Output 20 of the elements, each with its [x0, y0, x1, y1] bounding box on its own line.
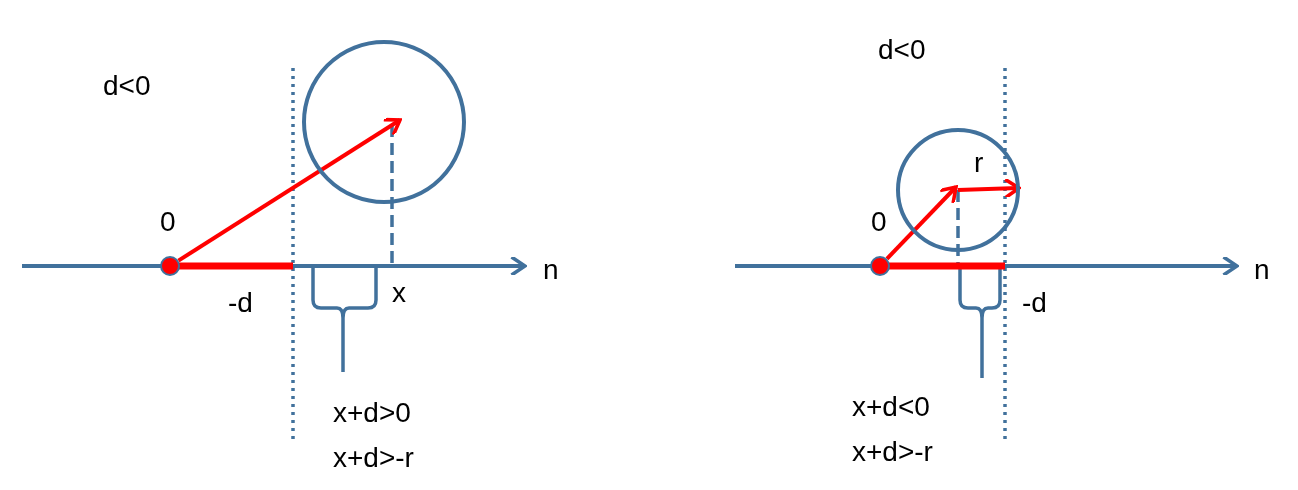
math-label: x+d>-r: [333, 442, 414, 474]
math-label: x+d<0: [852, 391, 930, 423]
math-label: d<0: [103, 70, 151, 102]
math-label: x: [392, 277, 406, 309]
vector-arrow: [885, 185, 958, 261]
sphere-circle: [896, 128, 1020, 252]
math-label: x+d>-r: [852, 436, 933, 468]
math-label: 0: [871, 206, 887, 238]
vector-arrow: [177, 117, 402, 263]
sphere-circle: [302, 40, 466, 204]
math-label: d<0: [878, 34, 926, 66]
math-label: x+d>0: [333, 397, 411, 429]
math-label: 0: [160, 206, 176, 238]
math-label: -d: [1022, 287, 1047, 319]
math-label: r: [974, 147, 984, 179]
math-label: n: [1254, 254, 1270, 286]
origin-point: [160, 256, 180, 276]
math-label: -d: [228, 287, 253, 319]
math-label: n: [543, 254, 559, 286]
origin-point: [870, 256, 890, 276]
